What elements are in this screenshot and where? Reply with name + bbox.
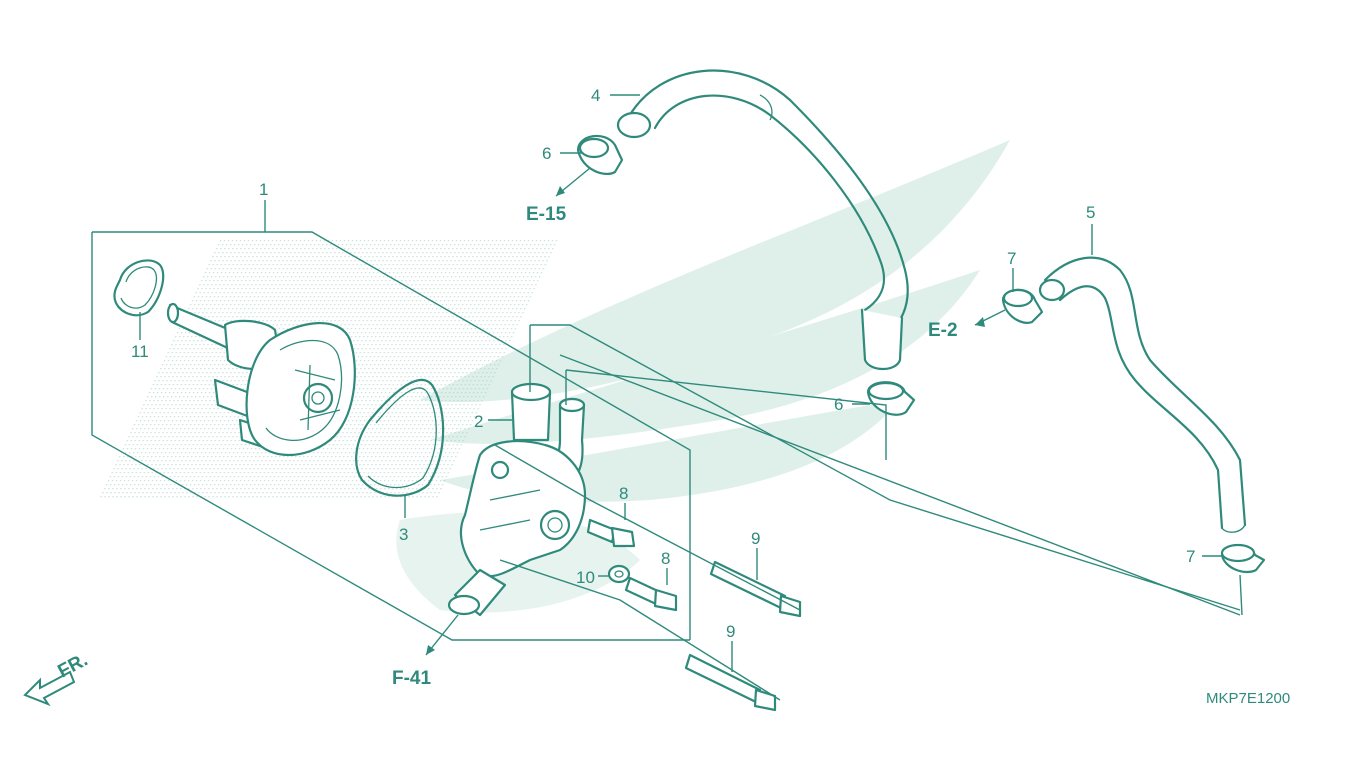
front-arrow-icon	[23, 670, 76, 707]
part-number-7-upper: 7	[1007, 249, 1016, 268]
part-number-7-lower: 7	[1186, 547, 1195, 566]
part-number-8-lower: 8	[661, 549, 670, 568]
reference-e-15: E-15	[526, 204, 567, 225]
part-number-3: 3	[399, 525, 408, 544]
part-number-10: 10	[576, 568, 595, 587]
gasket-3	[355, 378, 445, 497]
hose-5	[1038, 256, 1247, 533]
part-number-9-upper: 9	[751, 529, 760, 548]
washer-10	[607, 564, 631, 584]
leader-lines	[91, 94, 1243, 701]
bolt-8-lower	[624, 576, 678, 612]
reference-e-2: E-2	[928, 320, 958, 341]
part-number-9-lower: 9	[726, 622, 735, 641]
o-ring-11	[113, 259, 165, 317]
part-number-6-lower: 6	[834, 395, 843, 414]
clamp-7-lower	[1220, 543, 1266, 574]
part-number-1: 1	[259, 180, 268, 199]
reference-arrows	[426, 186, 985, 655]
bolt-8-upper	[586, 518, 636, 548]
clamp-6-lower	[866, 381, 916, 416]
part-number-5: 5	[1086, 203, 1095, 222]
part-number-6-top: 6	[542, 144, 551, 163]
part-number-11: 11	[131, 342, 149, 361]
part-number-8-upper: 8	[619, 484, 628, 503]
diagram-code: MKP7E1200	[1206, 690, 1290, 707]
hose-4	[616, 69, 909, 371]
reference-f-41: F-41	[392, 668, 432, 689]
bolt-9-lower	[684, 653, 777, 712]
clamp-6-top	[576, 134, 624, 176]
water-pump-cover-2	[447, 382, 587, 617]
clamp-7-upper	[1001, 288, 1044, 324]
part-number-4: 4	[591, 86, 600, 105]
part-number-2: 2	[474, 412, 483, 431]
water-pump-assembly	[166, 302, 356, 457]
